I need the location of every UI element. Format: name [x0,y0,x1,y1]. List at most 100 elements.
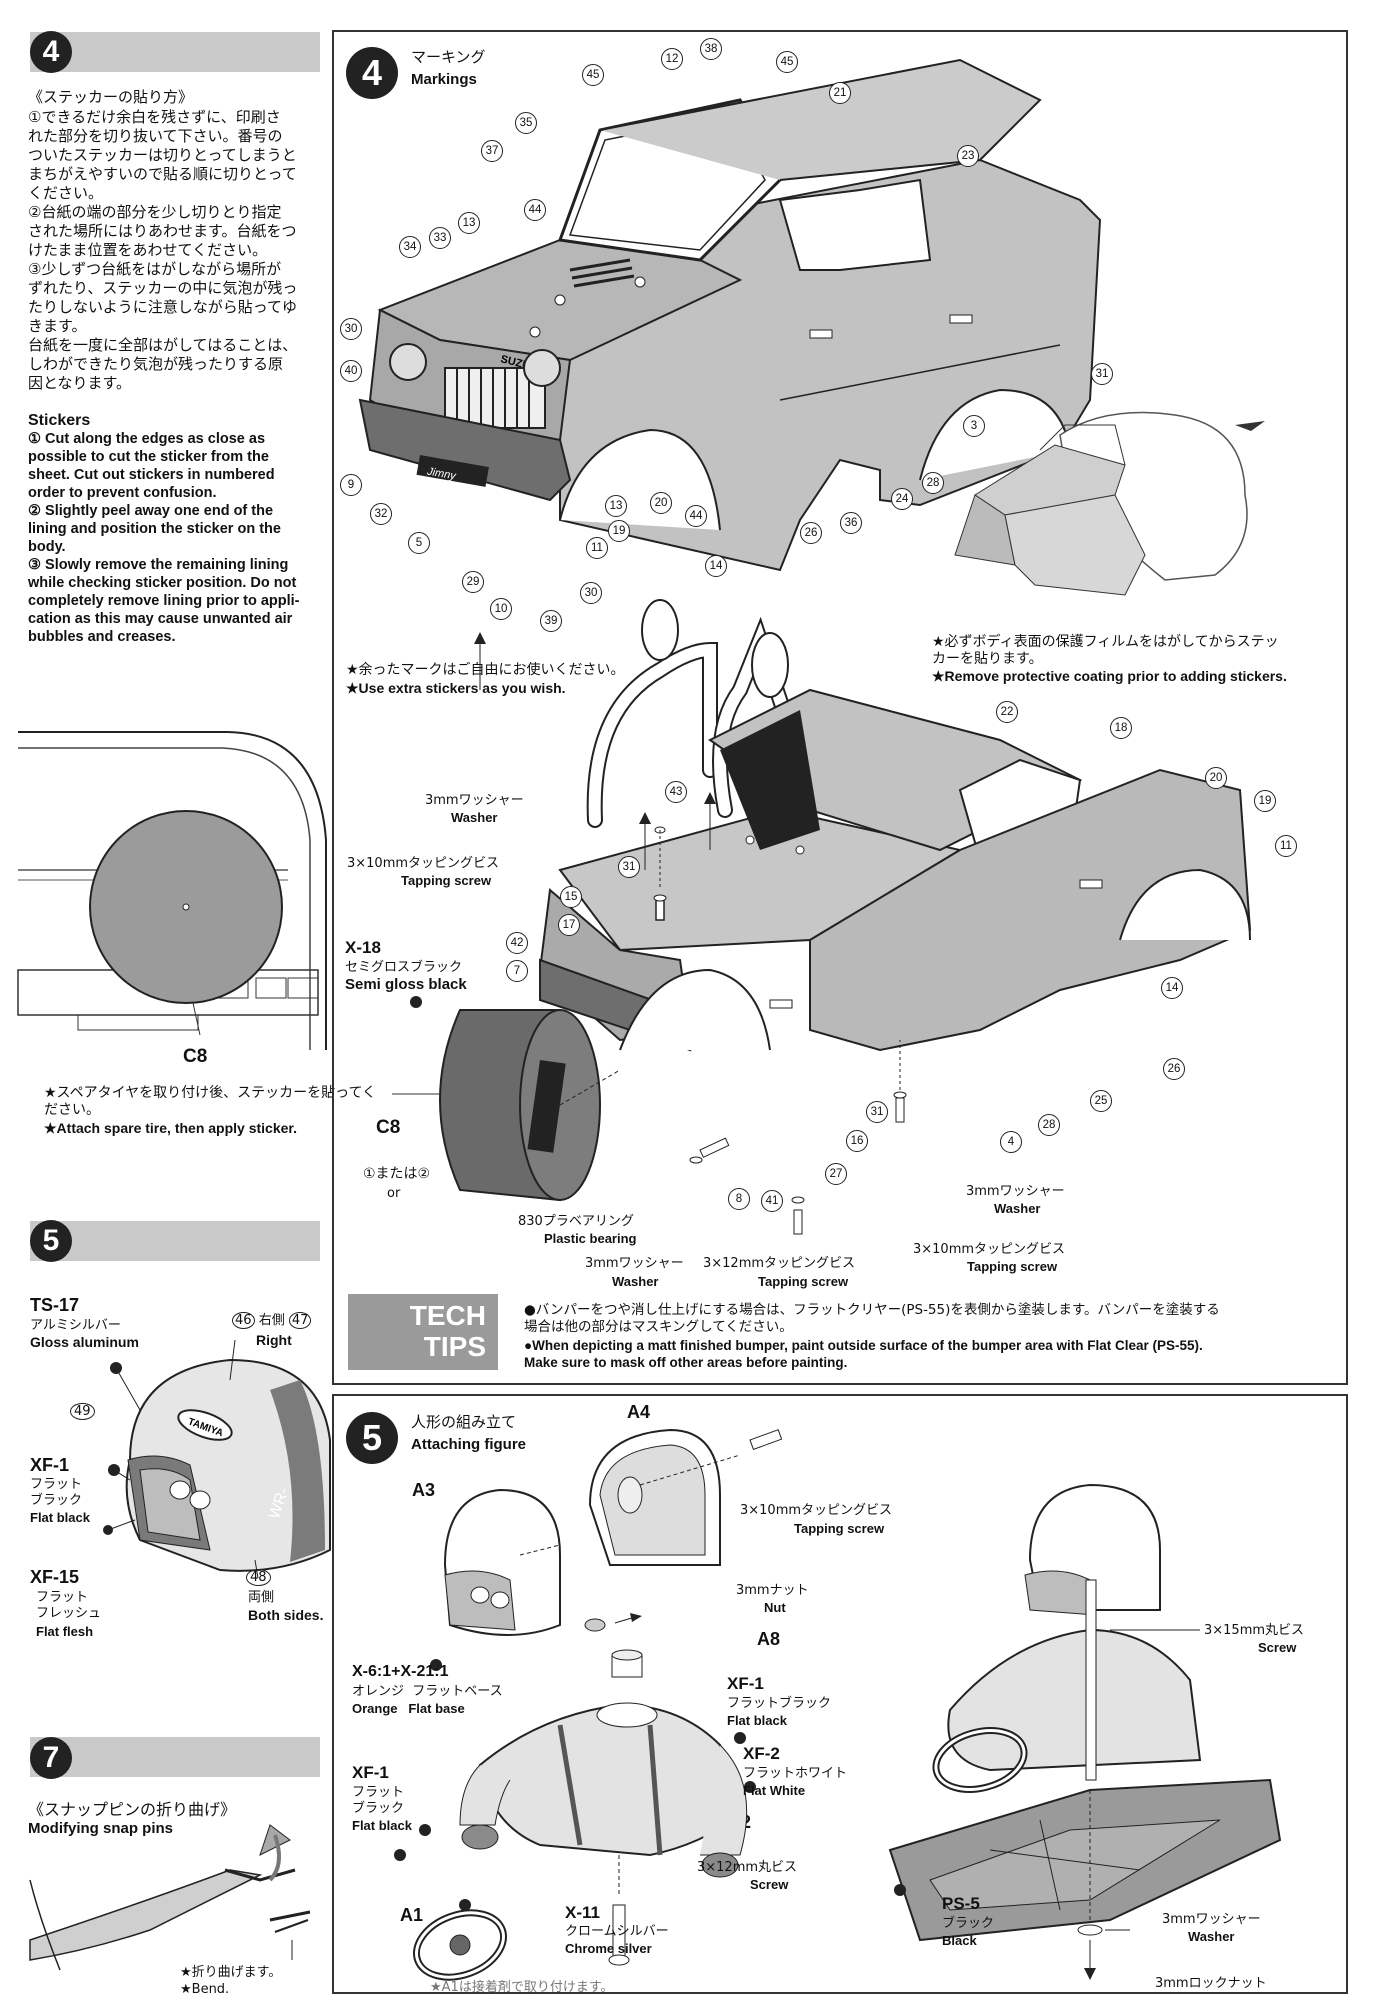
tap12-label-en: Tapping screw [758,1274,849,1289]
spare-note-jp: ★スペアタイヤを取り付け後、ステッカーを貼ってください。 [44,1085,377,1118]
callout-top-10: 10 [490,598,512,620]
callout-top-44: 44 [524,199,546,221]
xf1-en: Flat black [30,1510,90,1525]
callout-46: 46 右側 47 [232,1312,312,1329]
spare-note-en: ★Attach spare tire, then apply sticker. [44,1120,297,1136]
callout-top-35: 35 [515,112,537,134]
callout-bottom-42: 42 [506,932,528,954]
right-en: Right [256,1332,292,1348]
panel5-badge: 5 [346,1412,398,1464]
screw15-en: Screw [1258,1640,1297,1655]
bend-en: ★Bend. [180,1982,230,1997]
x11-en: Chrome silver [565,1941,652,1956]
panel-step4-markings [332,30,1348,1385]
a4-label: A4 [627,1402,651,1422]
callout-top-30: 30 [580,582,602,604]
xf2-en: Flat White [743,1783,806,1798]
tech-tip-jp: ●バンパーをつや消し仕上げにする場合は、フラットクリヤー(PS-55)を表側から… [524,1302,1220,1335]
xf1b-jp: フラットブラック [352,1785,405,1816]
screw15-jp: 3×15mm丸ビス [1204,1623,1305,1638]
bearing-label-en: Plastic bearing [544,1231,637,1246]
callout-bottom-18: 18 [1110,717,1132,739]
callout-top-9: 9 [340,474,362,496]
or-label-en: or [387,1186,401,1201]
tap10b-label-jp: 3×10mmタッピングビス [913,1242,1066,1257]
tap10b-label-en: Tapping screw [967,1259,1058,1274]
c8-label-left: C8 [183,1046,208,1067]
callout-top-32: 32 [370,503,392,525]
callout-top-23: 23 [957,145,979,167]
extra-note-jp: ★余ったマークはご自由にお使いください。 [346,662,625,678]
callout-top-34: 34 [399,236,421,258]
washer3-label-jp: 3mmワッシャー [966,1184,1065,1199]
jimny-front-illustration: SUZUKI Jimny [358,58,1102,572]
xf15-en: Flat flesh [36,1624,94,1639]
callout-top-30: 30 [340,318,362,340]
callout-bottom-17: 17 [558,914,580,936]
x6-jp: オレンジ フラットベース [352,1684,503,1699]
xf1a-code: XF-1 [727,1674,764,1693]
callout-bottom-7: 7 [506,960,528,982]
tap5-label-jp: 3×10mmタッピングビス [740,1503,893,1518]
callout-bottom-28: 28 [1038,1114,1060,1136]
figure-assembled-illustration [888,1483,1282,1980]
helmet-illustration: TAMIYA WR- [103,1339,331,1579]
callout-bottom-43: 43 [665,781,687,803]
ps5-jp: ブラック [942,1916,995,1931]
callout-bottom-22: 22 [996,701,1018,723]
callout-top-44: 44 [685,505,707,527]
callout-bottom-25: 25 [1090,1090,1112,1112]
sticker-title-jp: 《ステッカーの貼り方》 [28,88,194,106]
callout-top-39: 39 [540,610,562,632]
panel-step5-figure [332,1394,1348,1994]
ps5-en: Black [942,1933,977,1948]
washer5-jp: 3mmワッシャー [1162,1912,1261,1927]
callout-top-13: 13 [458,212,480,234]
callout-bottom-26: 26 [1163,1058,1185,1080]
both-en: Both sides. [248,1607,324,1623]
callout-top-19: 19 [608,520,630,542]
xf1-code: XF-1 [30,1455,70,1475]
sticker-instructions-jp: ①できるだけ余白を残さずに、印刷された部分を切り抜いて下さい。番号のついたステッ… [28,108,298,392]
tap-label-en: Tapping screw [401,873,492,888]
c8-label-panel: C8 [376,1117,401,1138]
a3-label: A3 [412,1480,436,1500]
x6-code: X-6:1+X-21:1 [352,1663,449,1680]
step7-badge: 7 [30,1737,72,1779]
callout-top-13: 13 [605,495,627,517]
callout-bottom-8: 8 [728,1188,750,1210]
or-label-jp: ①または② [363,1166,431,1182]
callout-top-38: 38 [700,38,722,60]
callout-bottom-20: 20 [1205,767,1227,789]
a8-label: A8 [757,1629,781,1649]
callout-bottom-16: 16 [846,1130,868,1152]
snap-pin-illustration [29,1824,311,1971]
callout-top-14: 14 [705,555,727,577]
step4-bar [30,32,320,72]
callout-top-21: 21 [829,82,851,104]
screw12-jp: 3×12mm丸ビス [697,1860,798,1875]
both-jp: 両側 [248,1590,275,1605]
callout-bottom-41: 41 [761,1190,783,1212]
tap-label-jp: 3×10mmタッピングビス [347,856,500,871]
protect-note-en: ★Remove protective coating prior to addi… [932,668,1287,684]
xf1b-en: Flat black [352,1818,412,1833]
stickers-heading: Stickers [28,412,91,429]
spare-tire-illustration [410,996,621,1202]
callout-bottom-15: 15 [560,886,582,908]
washer3-label-en: Washer [994,1201,1041,1216]
callout-bottom-19: 19 [1254,790,1276,812]
step5-bar [30,1221,320,1261]
screw12-en: Screw [750,1877,789,1892]
callout-top-40: 40 [340,360,362,382]
locknut-jp: 3mmロックナット [1155,1976,1267,1991]
washer-label-en: Washer [451,810,498,825]
callout-top-24: 24 [891,488,913,510]
nut-label-jp: 3mmナット [736,1583,809,1598]
figure-exploded-illustration [394,1428,783,1981]
callout-bottom-4: 4 [1000,1131,1022,1153]
ts17-code: TS-17 [30,1295,80,1315]
extra-note-en: ★Use extra stickers as you wish. [346,680,566,696]
